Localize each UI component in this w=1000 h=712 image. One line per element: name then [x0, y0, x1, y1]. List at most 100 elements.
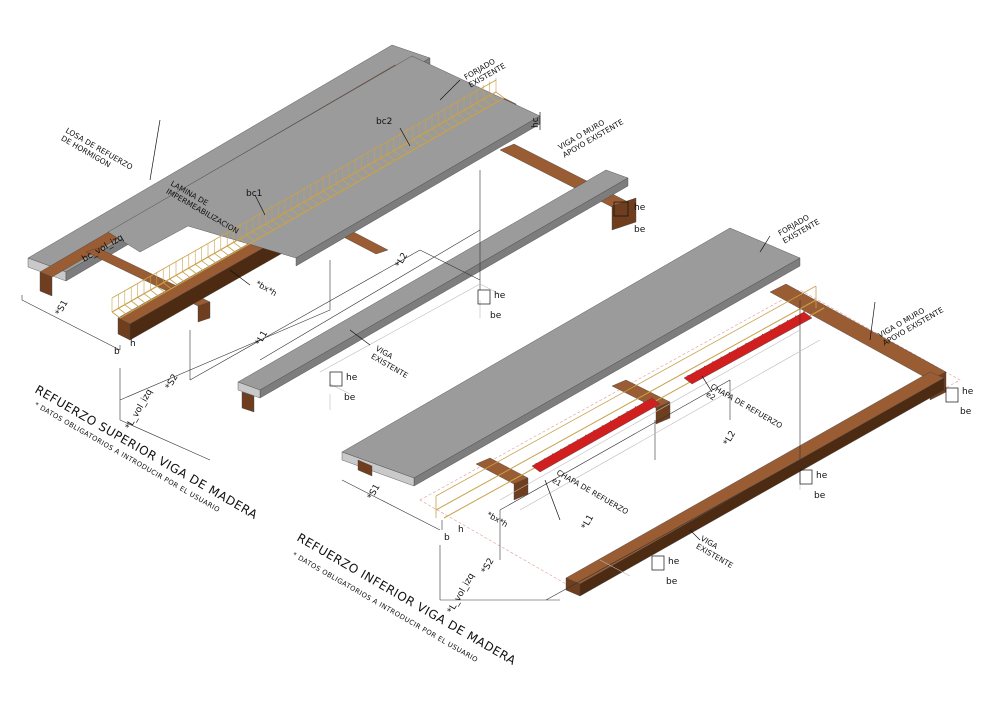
leader-lines-bottom — [544, 235, 876, 541]
rebar-cage — [111, 78, 505, 319]
rebar-stirrup — [322, 190, 332, 198]
rebar-stirrup — [386, 154, 396, 161]
label-viga-existente-top: VIGAEXISTENTE — [370, 344, 415, 380]
second-slab-side — [237, 381, 261, 399]
rebar-stirrup — [265, 223, 274, 231]
dim-s1-top: *S1 — [54, 299, 71, 318]
label-chapa2: CHAPA DE REFUERZOe2 — [705, 382, 784, 438]
rebar-stirrup — [239, 238, 249, 245]
bottom-existing-beam-top — [565, 371, 945, 585]
rebar-stirrup — [188, 267, 198, 275]
he-be-box-bottom-1 — [651, 555, 665, 571]
ghost-lines-top — [319, 283, 501, 410]
label-viga-apoyo-top: VIGA O MUROAPOYO EXISTENTE — [557, 109, 626, 159]
rebar-stirrup — [130, 300, 140, 308]
leader-lines-top — [149, 79, 541, 346]
rebar-stirrup — [118, 308, 127, 315]
label-losa: LOSA DE REFUERZODE HORMIGON — [60, 126, 135, 180]
plate-e2 — [683, 311, 813, 385]
top-diagram: FORJADOEXISTENTE VIGA O MUROAPOYO EXISTE… — [21, 44, 646, 522]
rebar-stirrup — [124, 304, 134, 311]
rebar-stirrup — [329, 187, 338, 194]
rebar-stirrup — [150, 289, 159, 297]
dim-bxh-top: *bx*h — [254, 279, 278, 298]
rebar-stirrup — [284, 212, 294, 220]
rebar-stirrup — [406, 143, 415, 150]
bottom-cross-beam-1 — [475, 457, 529, 485]
rebar-stirrup — [335, 183, 345, 190]
dim-he-top-3: he — [346, 373, 358, 383]
dim-be-bottom-1: be — [666, 577, 678, 587]
bottom-cross-beam-2-side — [655, 401, 671, 425]
rebar-stirrup — [316, 194, 326, 201]
rebar-stirrup — [111, 311, 121, 319]
label-viga-existente-bottom: VIGAEXISTENTE — [695, 534, 740, 570]
rebar-stirrup — [143, 293, 153, 300]
dim-bc2: bc2 — [376, 117, 392, 127]
rebar-stirrup — [463, 110, 473, 117]
dim-s2-top: *S2 — [164, 373, 181, 392]
cross-beam-1-side — [197, 301, 211, 323]
rebar-stirrup — [399, 146, 409, 154]
dim-h-bottom: h — [458, 525, 464, 535]
rebar-stirrup — [220, 249, 230, 256]
rebar-stirrup — [367, 165, 377, 172]
rebar-stirrup — [175, 275, 185, 282]
dim-he-top-2: he — [494, 291, 506, 301]
rebar-stirrup — [214, 253, 223, 260]
dim-b-top: b — [114, 347, 120, 357]
rebar-stirrup — [194, 264, 204, 271]
bottom-diagram: FORJADOEXISTENTE VIGA O MUROAPOYO EXISTE… — [291, 209, 974, 668]
label-viga-apoyo-bottom: VIGA O MUROAPOYO EXISTENTE — [877, 297, 946, 347]
rebar-stirrup — [470, 106, 479, 113]
rebar-stirrup — [482, 99, 492, 106]
rebar-stirrup — [182, 271, 191, 278]
dim-bxh-bottom: *bx*h — [485, 510, 509, 529]
rebar-stirrup — [457, 113, 466, 121]
rebar-stirrup — [393, 150, 402, 157]
rebar-stirrup — [258, 227, 268, 234]
rebar-stirrup — [418, 135, 428, 143]
dim-lines-bottom — [341, 300, 801, 601]
rebar-stirrup — [201, 260, 210, 267]
he-be-box-top-1 — [613, 201, 629, 217]
rebar-stirrup — [303, 201, 313, 209]
dim-l1-top: *L1 — [254, 329, 270, 347]
dim-lines-top — [21, 170, 481, 461]
dim-l2-top: *L2 — [394, 251, 410, 269]
rebar-stirrup — [297, 205, 306, 212]
second-slab-beam — [241, 391, 255, 413]
dim-l-vol-izq-bottom: *L_vol_izq — [446, 572, 477, 616]
dim-h-top: h — [130, 339, 136, 349]
dim-he-top-1: he — [634, 203, 646, 213]
rebar-stirrup — [361, 168, 370, 176]
label-forjado-bottom: FORJADOEXISTENTE — [777, 209, 822, 245]
dim-s2-bottom: *S2 — [480, 557, 497, 576]
rebar-stirrup — [278, 216, 287, 223]
dim-b-bottom: b — [444, 533, 450, 543]
dim-be-bottom-3: be — [960, 407, 972, 417]
rebar-stirrup — [412, 139, 422, 146]
subtitle-top: * DATOS OBLIGATORIOS A INTRODUCIR POR EL… — [33, 401, 221, 514]
rebar-stirrup — [438, 124, 447, 132]
rebar-stirrup — [444, 121, 454, 128]
rebar-stirrup — [156, 286, 166, 293]
rebar-stirrup — [233, 242, 242, 249]
rebar-stirrup — [271, 220, 281, 227]
dim-be-top-3: be — [344, 393, 356, 403]
rebar-stirrup — [489, 95, 498, 102]
he-be-box-top-2 — [477, 289, 491, 305]
rebar-stirrup — [169, 278, 178, 286]
label-forjado-top: FORJADOEXISTENTE — [463, 53, 508, 89]
dim-he-bottom-3: he — [962, 387, 974, 397]
rebar-stirrup — [226, 245, 236, 253]
dim-hc: hc — [531, 117, 541, 128]
bottom-slab-beam-end — [357, 459, 373, 477]
dim-he-bottom-2: he — [816, 471, 828, 481]
dim-s1-bottom: *S1 — [366, 483, 383, 502]
rebar-stirrup — [348, 176, 358, 183]
rebar-stirrup — [162, 282, 172, 289]
rebar-stirrup — [450, 117, 460, 124]
rebar-stirrup — [425, 132, 434, 139]
